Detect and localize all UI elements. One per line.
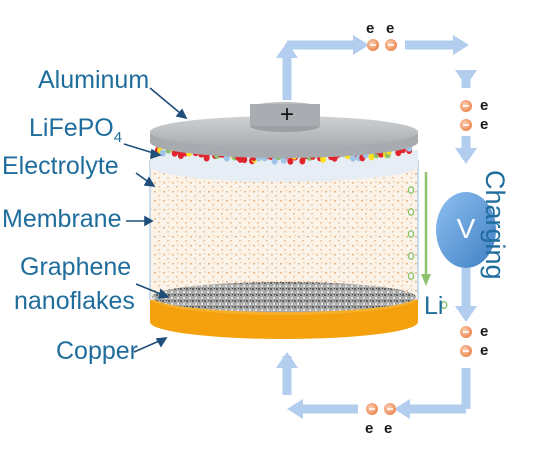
ion-flow-arrow xyxy=(421,172,431,286)
flow-arrow-icon xyxy=(455,148,477,164)
flow-arrow-icon xyxy=(455,306,477,322)
aluminum-cap xyxy=(150,102,418,158)
lifepo4-particle xyxy=(320,155,327,163)
membrane-label: Membrane xyxy=(2,205,122,233)
lifepo4-particle xyxy=(349,154,356,162)
lifepo4-label-main: LiFePO xyxy=(29,114,114,142)
charging-label: Charging xyxy=(480,170,510,280)
electron-label: e xyxy=(366,20,375,37)
flow-arrow-icon xyxy=(421,274,431,286)
lifepo4-particle xyxy=(271,157,278,165)
graphene-label-line1: Graphene xyxy=(20,253,132,281)
electron-label: e xyxy=(365,420,374,437)
electron-signs xyxy=(369,44,469,410)
flow-arrow-icon xyxy=(455,70,477,86)
electron-label: e xyxy=(480,116,489,133)
lithium-ion-icon xyxy=(407,208,415,216)
voltmeter xyxy=(436,192,496,268)
lithium-ion-icon xyxy=(407,272,415,280)
lithium-ion-column xyxy=(407,186,448,310)
flow-arrow-icon xyxy=(353,35,369,55)
lithium-ion-icon xyxy=(407,230,415,238)
flow-arrow-icon xyxy=(453,35,469,55)
copper-label: Copper xyxy=(56,337,138,365)
lifepo4-particle xyxy=(241,156,248,164)
lifepo4-label-subscript: 4 xyxy=(113,129,123,146)
flow-arrow-icon xyxy=(276,42,298,58)
electron-label: e xyxy=(480,97,489,114)
electron-label: e xyxy=(386,20,395,37)
flow-arrow-icon xyxy=(394,399,410,419)
lifepo4-particle xyxy=(159,149,166,157)
lithium-ion-icon xyxy=(407,186,415,194)
plus-terminal-icon: + xyxy=(280,101,295,128)
electrolyte-label: Electrolyte xyxy=(2,152,119,180)
lithium-ion-icon xyxy=(407,252,415,260)
flow-arrow-icon xyxy=(287,399,303,419)
lifepo4-particle xyxy=(203,154,210,162)
graphene-label-line2: nanoflakes xyxy=(14,287,135,315)
lifepo4-label: LiFePO4 xyxy=(29,114,122,152)
lifepo4-particle xyxy=(368,153,375,161)
electron-label: e xyxy=(480,342,489,359)
li-label: Li xyxy=(424,292,444,320)
graphene-nanoflakes-layer xyxy=(152,282,416,312)
aluminum-label: Aluminum xyxy=(38,66,150,94)
electrons xyxy=(366,39,472,415)
circuit-arrow-heads xyxy=(276,35,477,419)
flow-arrow-icon xyxy=(276,352,298,368)
lithium-ion-icon xyxy=(440,300,448,310)
electron-label: e xyxy=(384,420,393,437)
lifepo4-particle xyxy=(287,157,294,165)
lifepo4-particle xyxy=(280,156,287,164)
electron-label: e xyxy=(480,323,489,340)
voltmeter-icon xyxy=(436,192,496,268)
label-leader-lines xyxy=(123,87,188,353)
voltmeter-label: V xyxy=(456,213,476,244)
